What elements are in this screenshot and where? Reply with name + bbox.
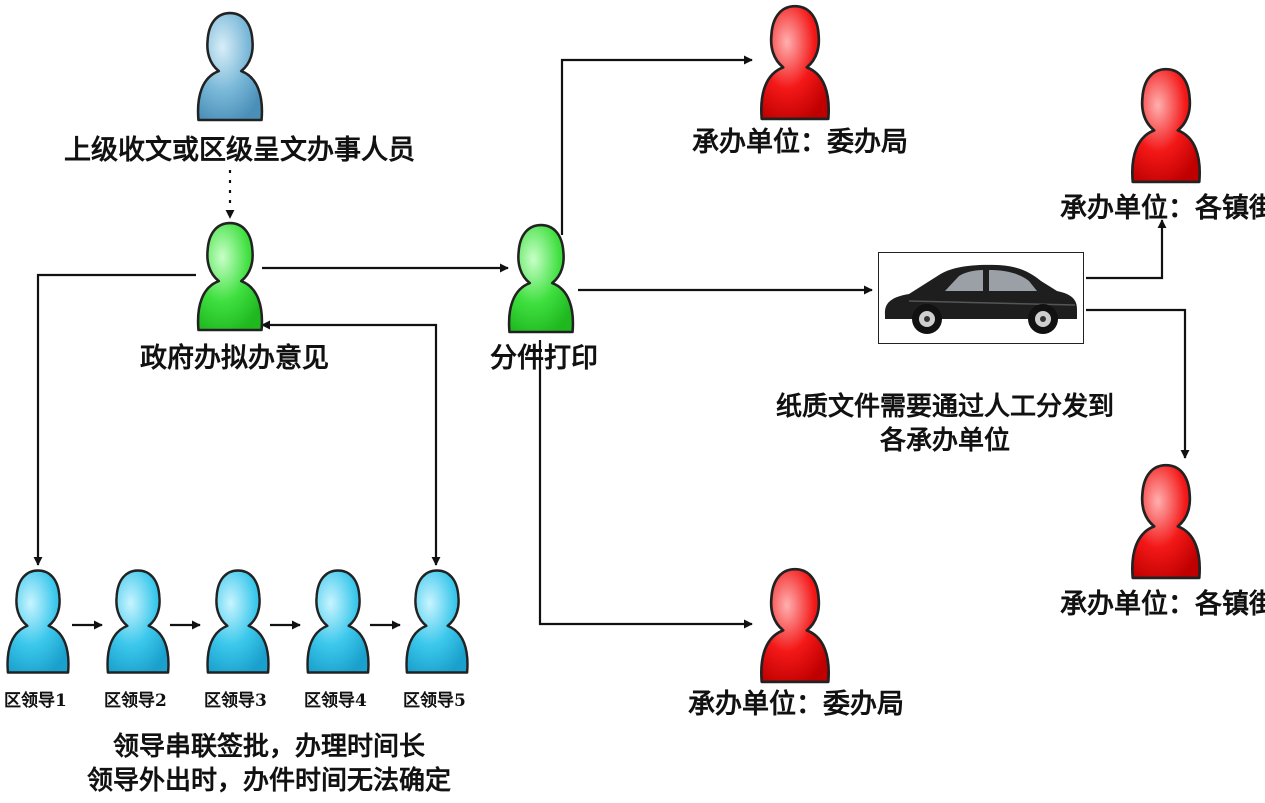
- leader3-label: 区领导3: [204, 691, 267, 711]
- unit-bottom-person-icon: [759, 567, 831, 684]
- leader2-label: 区领导2: [104, 691, 167, 711]
- unit-right-bottom-label: 承办单位：各镇街: [1060, 589, 1265, 620]
- print-person-icon: [507, 223, 575, 334]
- arrow-vehicle-to-unit-right-top: [1086, 219, 1167, 280]
- unit-bottom-label: 承办单位：委办局: [688, 689, 904, 720]
- leader4-label: 区领导4: [304, 691, 367, 711]
- paper-note-line1: 纸质文件需要通过人工分发到: [775, 392, 1114, 422]
- print-label: 分件打印: [490, 343, 598, 374]
- unit-right-bottom-person-icon: [1130, 463, 1202, 580]
- unit-top-person-icon: [759, 4, 831, 121]
- leaders-note: 领导串联签批，办理时间长 领导外出时，办件时间无法确定: [74, 730, 464, 798]
- unit-right-top-person-icon: [1130, 67, 1202, 184]
- submitter-label: 上级收文或区级呈文办事人员: [64, 135, 415, 166]
- arrow-office-leader5-bidirectional: [261, 320, 441, 566]
- arrow-vehicle-to-unit-right-bottom: [1086, 308, 1190, 459]
- vehicle-box: [878, 252, 1084, 344]
- leader5-person-icon: [405, 569, 469, 674]
- arrow-print-to-unit-top: [560, 55, 753, 235]
- leader5-label: 区领导5: [403, 691, 466, 711]
- leaders-note-line1: 领导串联签批，办理时间长: [112, 732, 425, 762]
- car-icon: [884, 264, 1077, 334]
- gov-office-label: 政府办拟办意见: [140, 343, 329, 374]
- leaders-note-line2: 领导外出时，办件时间无法确定: [86, 766, 451, 796]
- unit-right-top-label: 承办单位：各镇街: [1060, 193, 1265, 224]
- unit-top-label: 承办单位：委办局: [692, 127, 908, 158]
- arrow-print-to-unit-bottom: [538, 340, 753, 629]
- leader3-person-icon: [206, 569, 270, 674]
- leader1-label: 区领导1: [4, 691, 67, 711]
- gov-office-person-icon: [196, 221, 264, 332]
- leader4-person-icon: [306, 569, 370, 674]
- paper-note-line2: 各承办单位: [879, 426, 1010, 456]
- leader1-person-icon: [6, 569, 70, 674]
- leader2-person-icon: [106, 569, 170, 674]
- arrow-office-to-leader1: [33, 273, 196, 566]
- submitter-person-icon: [196, 11, 264, 122]
- paper-note: 纸质文件需要通过人工分发到 各承办单位: [760, 390, 1130, 458]
- connectors: [33, 55, 1190, 630]
